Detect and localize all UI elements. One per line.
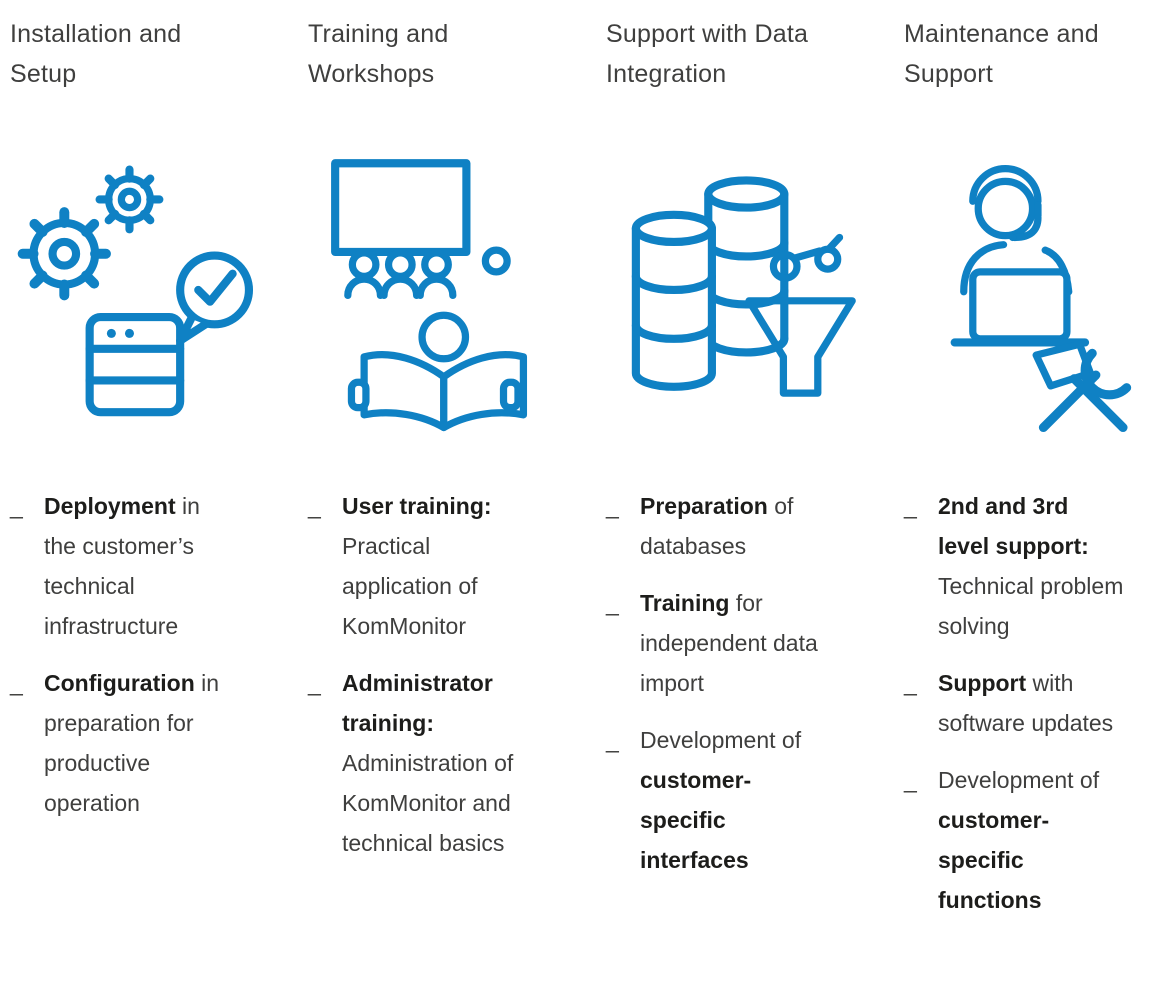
list-bullet: _ [308, 493, 321, 519]
list-item-term: customer-specific functions [938, 807, 1050, 913]
list-item-term: User training: [342, 493, 492, 519]
column-title: Installation and Setup [10, 20, 182, 88]
maintenance-illustration-svg [950, 164, 1132, 432]
list-bullet: _ [904, 493, 917, 519]
list-item: _ Configuration in preparation for produ… [10, 663, 274, 823]
service-list: _ 2nd and 3rd level support: Technical p… [904, 486, 1168, 920]
list-item-term: Training [640, 590, 730, 616]
service-column-data-integration: Support with Data Integration [606, 14, 870, 937]
list-item-desc: with software updates [938, 670, 1114, 736]
list-item-text: Support with software updates [938, 663, 1124, 743]
list-item-desc: Administration of KomMonitor and technic… [342, 750, 514, 856]
installation-illustration [10, 120, 274, 472]
service-column-training: Training and Workshops [308, 14, 572, 937]
list-item-text: Training for independent data import [640, 583, 826, 703]
service-column-maintenance: Maintenance and Support [904, 14, 1168, 937]
list-item: _ Development of customer-specific funct… [904, 760, 1168, 920]
list-item-text: Deployment in the customer’s technical i… [44, 486, 230, 646]
list-item: _ User training: Practical application o… [308, 486, 572, 646]
list-item-text: 2nd and 3rd level support: Technical pro… [938, 486, 1124, 646]
list-item-desc: Development of [938, 767, 1100, 793]
list-item-term: 2nd and 3rd level support: [938, 493, 1089, 559]
training-illustration-svg [331, 158, 528, 431]
list-item-desc: in the customer’s technical infrastructu… [44, 493, 200, 639]
list-item-text: Preparation of databases [640, 486, 826, 566]
list-item-term: Support [938, 670, 1027, 696]
reading-person-icon [347, 311, 528, 431]
list-item-term: Preparation [640, 493, 768, 519]
list-item: _ Development of customer-specific inter… [606, 720, 870, 880]
list-item-text: User training: Practical application of … [342, 486, 528, 646]
list-bullet: _ [308, 670, 321, 696]
maintenance-illustration [904, 120, 1168, 472]
list-item-text: Configuration in preparation for product… [44, 663, 230, 823]
list-item-desc: Development of [640, 727, 802, 753]
check-bubble-icon [176, 251, 254, 345]
data-integration-illustration-svg [631, 176, 856, 397]
list-item-desc: for independent data import [640, 590, 818, 696]
list-item: _ 2nd and 3rd level support: Technical p… [904, 486, 1168, 646]
list-item-term: Configuration [44, 670, 195, 696]
list-item-desc: of databases [640, 493, 794, 559]
list-item-desc: in preparation for productive operation [44, 670, 220, 816]
data-points-icon [769, 233, 844, 282]
list-item-term: Deployment [44, 493, 176, 519]
list-item-desc: Technical problem solving [938, 573, 1124, 639]
list-item: _ Preparation of databases [606, 486, 870, 566]
column-title: Support with Data Integration [606, 20, 809, 88]
list-bullet: _ [606, 590, 619, 616]
column-title: Training and Workshops [308, 20, 449, 88]
list-bullet: _ [904, 670, 917, 696]
list-item: _ Administrator training: Administration… [308, 663, 572, 863]
installation-illustration-svg [17, 165, 254, 416]
list-item: _ Support with software updates [904, 663, 1168, 743]
funnel-icon [745, 296, 856, 397]
service-column-installation: Installation and Setup [10, 14, 274, 937]
list-item-text: Development of customer-specific functio… [938, 760, 1124, 920]
wrench-icon [1038, 348, 1132, 432]
databases-icon [631, 176, 789, 391]
list-bullet: _ [10, 493, 23, 519]
training-illustration [308, 120, 572, 472]
list-bullet: _ [10, 670, 23, 696]
list-item-text: Development of customer-specific interfa… [640, 720, 826, 880]
list-item: _ Deployment in the customer’s technical… [10, 486, 274, 646]
list-item: _ Training for independent data import [606, 583, 870, 703]
service-list: _ User training: Practical application o… [308, 486, 572, 863]
list-bullet: _ [606, 727, 619, 753]
laptop-icon [950, 267, 1090, 347]
column-title: Maintenance and Support [904, 20, 1099, 88]
data-integration-illustration [606, 120, 870, 472]
list-item-term: Administrator training: [342, 670, 493, 736]
list-bullet: _ [606, 493, 619, 519]
list-bullet: _ [904, 767, 917, 793]
service-list: _ Preparation of databases _ Training fo… [606, 486, 870, 880]
list-item-term: customer-specific interfaces [640, 767, 752, 873]
gears-icon [17, 165, 164, 301]
audience-icon [344, 246, 511, 299]
list-item-desc: Practical application of KomMonitor [342, 533, 478, 639]
presentation-board-icon [331, 158, 471, 256]
service-list: _ Deployment in the customer’s technical… [10, 486, 274, 823]
server-icon [85, 312, 185, 416]
services-overview: Installation and Setup [10, 14, 1168, 937]
list-item-text: Administrator training: Administration o… [342, 663, 528, 863]
